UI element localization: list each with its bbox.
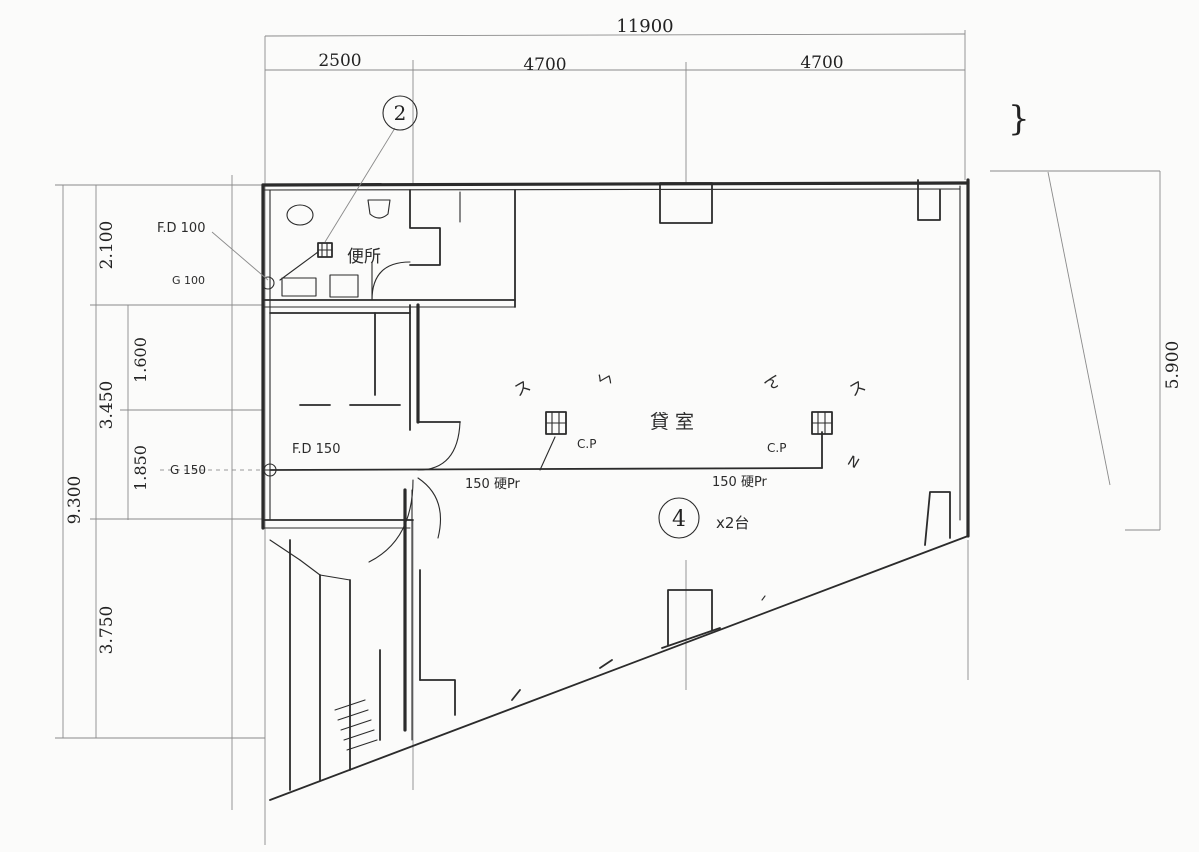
diagonal-mark-1: ス [511,376,534,400]
sink-icon [286,204,314,226]
right-bracket-mark: } [1008,99,1030,139]
diagonal-mark-2: ㄣ [593,367,616,391]
diagonal-mark-3: ん [761,369,784,393]
stair-area [262,477,456,791]
toilet-icon [367,199,391,219]
cp-right-label: C.P [767,441,786,455]
left-total-label: 9.300 [65,476,85,525]
room-label: 貸 室 [650,411,694,433]
left-inner-upper-label: 1.600 [131,337,150,383]
right-side-label: 5.900 [1163,341,1183,390]
exterior-walls [261,178,970,801]
drain-pipe [263,411,833,477]
diagonal-mark-4: ス [846,376,869,400]
pipe-right-label: 150 硬Pr [712,475,768,490]
fd-150-label: F.D 150 [292,442,340,457]
svg-text:2: 2 [394,101,407,125]
svg-text:4: 4 [672,507,686,532]
left-middle-label: 3.450 [97,381,117,430]
toilet-label: 便所 [347,247,381,267]
annotation-labels: F.D 100 G 100 F.D 150 G 150 便所 貸 室 C.P C… [157,99,1030,532]
marker-2: 2 [382,95,418,131]
pipe-left-label: 150 硬Pr [465,477,521,492]
left-upper-label: 2.100 [97,221,117,270]
toilet-room [211,127,516,308]
cp-left-label: C.P [577,437,596,451]
diagonal-mark-5: N [845,453,862,472]
dimension-labels: 11900 2500 4700 4700 9.300 2.100 3.450 1… [65,16,1183,654]
middle-room [269,303,461,471]
bay-2-label: 4700 [523,55,566,75]
overall-width-label: 11900 [616,16,673,37]
left-inner-lower-label: 1.850 [131,445,150,491]
marker-4-note: x2台 [716,514,749,532]
south-wall-openings [511,595,766,701]
dimension-lines [55,30,1161,845]
bay-3-label: 4700 [800,53,843,73]
fd-100-label: F.D 100 [157,221,205,236]
g-100-label: G 100 [172,274,205,287]
left-lower-label: 3.750 [97,606,117,655]
bay-1-label: 2500 [318,51,361,71]
grease-trap-icon [261,276,275,290]
marker-4: 4 [658,497,700,539]
g-150-label: G 150 [170,463,206,477]
